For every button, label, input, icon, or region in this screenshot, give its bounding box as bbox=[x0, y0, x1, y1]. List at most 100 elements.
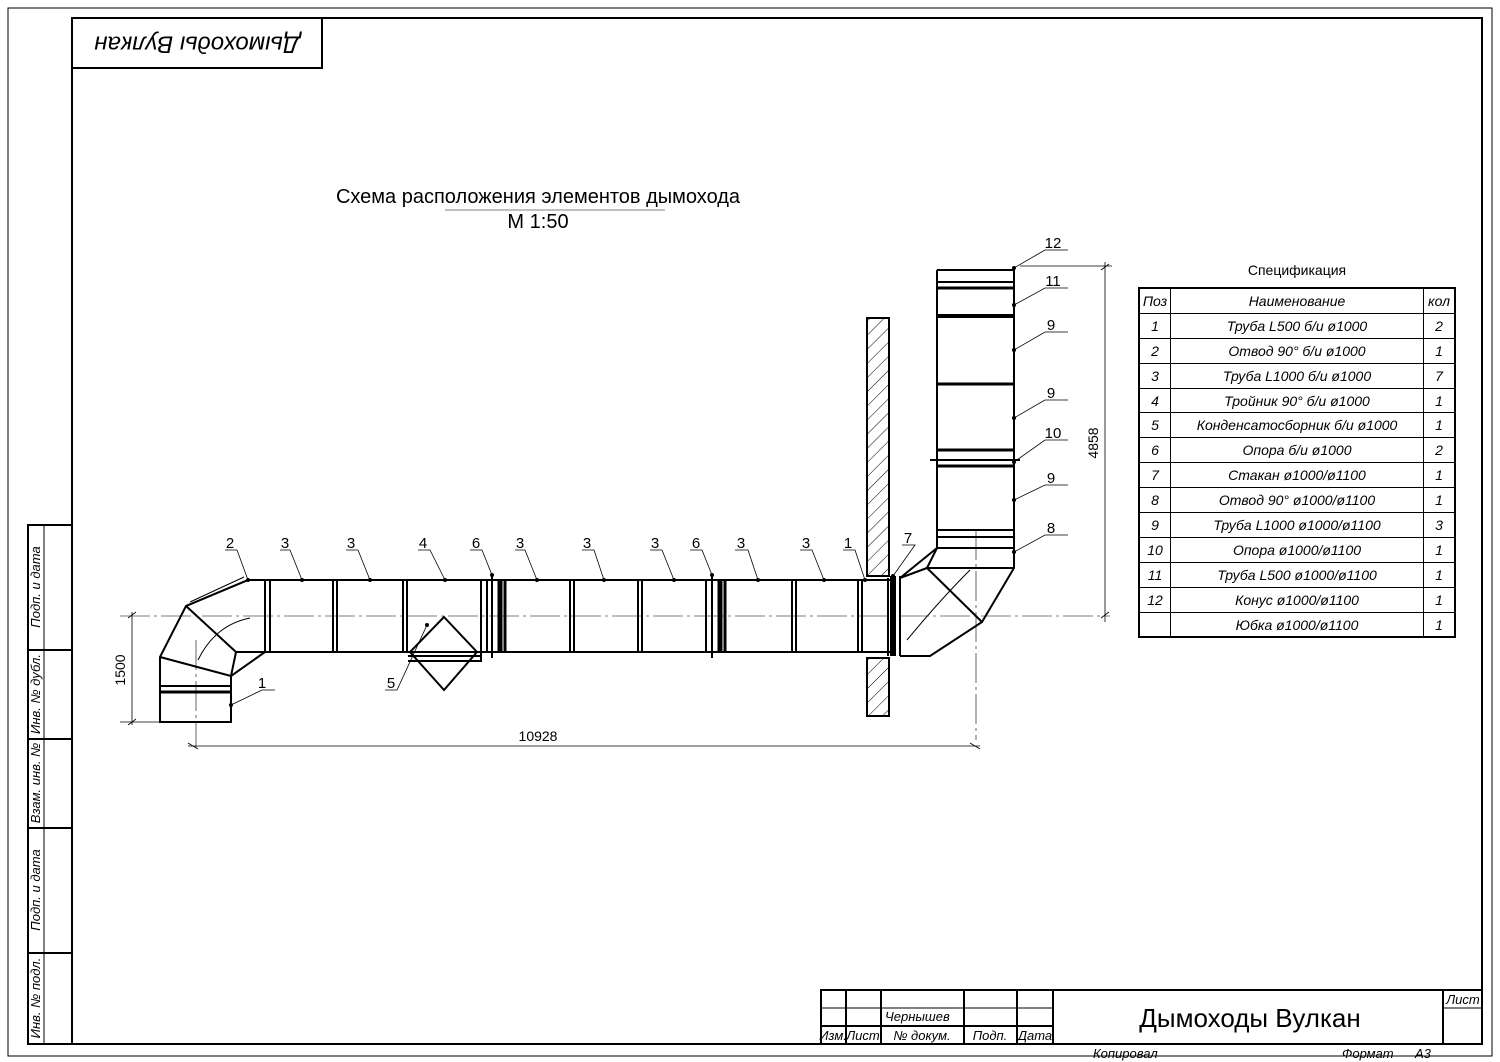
vertical-pipe bbox=[930, 269, 1020, 548]
spec-cell: 5 bbox=[1138, 412, 1171, 439]
spec-cell: 2 bbox=[1423, 437, 1456, 464]
spec-cell: Конус ø1000/ø1100 bbox=[1170, 586, 1424, 613]
spec-cell: 7 bbox=[1138, 462, 1171, 489]
right-elbow bbox=[899, 547, 1015, 657]
spec-cell: 12 bbox=[1138, 586, 1171, 613]
spec-cell: Труба L500 б/и ø1000 bbox=[1170, 312, 1424, 339]
outer-frame bbox=[7, 7, 1493, 1057]
dim-length: 10928 bbox=[519, 728, 558, 744]
callout-label: 5 bbox=[387, 675, 395, 692]
spec-cell: 1 bbox=[1138, 312, 1171, 339]
spec-cell: Юбка ø1000/ø1100 bbox=[1170, 611, 1424, 638]
title-block-col: Подп. bbox=[973, 1028, 1008, 1043]
spec-cell: Тройник 90° б/и ø1000 bbox=[1170, 387, 1424, 414]
spec-cell: 3 bbox=[1138, 362, 1171, 389]
callout-label: 8 bbox=[1047, 520, 1055, 537]
title-block-col: Лист bbox=[845, 1028, 880, 1043]
dim-height-left: 1500 bbox=[112, 654, 128, 685]
top-stamp-box bbox=[71, 17, 323, 69]
title-block-author: Чернышев bbox=[885, 1009, 950, 1024]
callout-label: 3 bbox=[281, 535, 289, 552]
callout-label: 9 bbox=[1047, 385, 1055, 402]
spec-cell: Стакан ø1000/ø1100 bbox=[1170, 462, 1424, 489]
callout-label: 3 bbox=[347, 535, 355, 552]
spec-cell: 1 bbox=[1423, 611, 1456, 638]
spec-cell: 8 bbox=[1138, 487, 1171, 514]
spec-cell: 1 bbox=[1423, 337, 1456, 364]
spec-cell: Отвод 90° ø1000/ø1100 bbox=[1170, 487, 1424, 514]
title-block-col: Дата bbox=[1016, 1028, 1052, 1043]
spec-cell: 6 bbox=[1138, 437, 1171, 464]
dimension-lines bbox=[120, 262, 1112, 750]
leader-lines bbox=[225, 249, 1068, 706]
side-stamp-label: Подп. и дата bbox=[28, 546, 43, 627]
callout-label: 9 bbox=[1047, 470, 1055, 487]
side-stamp: Подп. и дата Инв. № дубл. Взам. инв. № П… bbox=[27, 524, 73, 1045]
spec-header-cell: кол bbox=[1423, 287, 1456, 314]
spec-cell: Опора б/и ø1000 bbox=[1170, 437, 1424, 464]
callout-label: 1 bbox=[258, 675, 266, 692]
title-block-col: № докум. bbox=[893, 1028, 950, 1043]
spec-cell: 1 bbox=[1423, 536, 1456, 563]
spec-cell: Конденсатосборник б/и ø1000 bbox=[1170, 412, 1424, 439]
callout-label: 1 bbox=[844, 535, 852, 552]
drawing-scale: М 1:50 bbox=[507, 211, 568, 233]
title-block-sheet-label: Лист bbox=[1445, 992, 1480, 1007]
spec-cell: 1 bbox=[1423, 462, 1456, 489]
drawing-title: Схема расположения элементов дымохода bbox=[336, 186, 741, 208]
title-block-name: Дымоходы Вулкан bbox=[1139, 1003, 1360, 1033]
spec-cell: 9 bbox=[1138, 512, 1171, 538]
side-stamp-label: Инв. № дубл. bbox=[28, 654, 43, 734]
callout-label: 6 bbox=[472, 535, 480, 552]
side-stamp-label: Взам. инв. № bbox=[28, 743, 43, 823]
callout-numbers: 2 3 3 4 6 3 3 3 6 3 3 1 7 1 5 12 11 9 9 … bbox=[226, 235, 1062, 692]
spec-cell: 3 bbox=[1423, 512, 1456, 538]
center-lines bbox=[120, 530, 1110, 748]
spec-cell: 7 bbox=[1423, 362, 1456, 389]
spec-cell: Труба L1000 ø1000/ø1100 bbox=[1170, 512, 1424, 538]
left-elbow bbox=[159, 576, 266, 723]
callout-label: 11 bbox=[1045, 273, 1061, 290]
spec-header-cell: Наименование bbox=[1170, 287, 1424, 314]
side-stamp-label: Инв. № подл. bbox=[28, 958, 43, 1039]
condensate-collector bbox=[408, 615, 480, 692]
callout-label: 3 bbox=[737, 535, 745, 552]
callout-label: 12 bbox=[1045, 235, 1062, 252]
callout-label: 3 bbox=[583, 535, 591, 552]
spec-cell: 1 bbox=[1423, 586, 1456, 613]
callout-label: 2 bbox=[226, 535, 234, 552]
callout-label: 6 bbox=[692, 535, 700, 552]
chimney-horizontal bbox=[248, 575, 901, 662]
spec-header-cell: Поз bbox=[1138, 287, 1171, 314]
spec-cell: Опора ø1000/ø1100 bbox=[1170, 536, 1424, 563]
callout-label: 9 bbox=[1047, 317, 1055, 334]
callout-label: 3 bbox=[802, 535, 810, 552]
callout-label: 3 bbox=[651, 535, 659, 552]
leader-dots bbox=[229, 266, 1016, 707]
title-block-col: Изм. bbox=[819, 1028, 847, 1043]
spec-caption: Спецификация bbox=[1248, 262, 1346, 278]
spec-cell: 4 bbox=[1138, 387, 1171, 414]
callout-label: 4 bbox=[419, 535, 427, 552]
spec-cell: 2 bbox=[1423, 312, 1456, 339]
spec-cell: Труба L1000 б/и ø1000 bbox=[1170, 362, 1424, 389]
dim-height-right: 4858 bbox=[1085, 427, 1101, 458]
side-stamp-label: Подп. и дата bbox=[28, 849, 43, 930]
callout-label: 10 bbox=[1045, 425, 1062, 442]
callout-label: 3 bbox=[516, 535, 524, 552]
